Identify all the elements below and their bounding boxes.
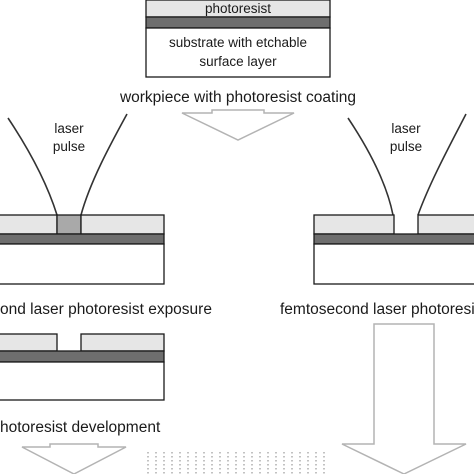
left-exposure-resist-left [0,214,58,235]
right-laser-beam-right [417,113,467,216]
right-exposure-substrate [313,243,474,285]
left-development-caption: hotoresist development [0,419,161,436]
left-exposure-caption: ond laser photoresist exposure [0,301,212,318]
substrate-label-line1: substrate with etchable [169,35,307,50]
right-laser-beam-left [347,117,394,216]
left-laser-label-line2: pulse [53,139,85,154]
left-exposure-substrate [0,243,165,285]
top-down-arrow [181,109,295,141]
right-laser-label-line2: pulse [390,139,422,154]
left-exposure-resist-right [80,214,165,235]
left-development-resist-left [0,333,58,352]
left-laser-label-line1: laser [54,121,84,136]
left-exposure-resist-exposed [56,214,82,235]
top-workpiece: photoresist substrate with etchable surf… [119,0,356,106]
left-development-substrate [0,361,165,401]
right-exposure-workpiece [313,214,474,285]
left-development-etchable-layer [0,350,165,363]
left-laser-pulse: laser pulse [7,113,128,216]
top-substrate [145,27,331,78]
left-laser-beam-right [80,113,128,216]
workpiece-caption: workpiece with photoresist coating [119,89,356,106]
right-caption: femtosecond laser photoresis [280,301,474,318]
left-development-workpiece [0,333,165,401]
right-exposure-resist-right [417,214,474,235]
right-laser-pulse: laser pulse [347,113,467,216]
left-exposure-etchable-layer [0,233,165,245]
right-exposure-etchable-layer [313,233,474,245]
top-etchable-layer [145,16,331,29]
photoresist-label: photoresist [205,1,271,16]
right-exposure-resist-left [313,214,395,235]
substrate-label-line2: surface layer [199,54,277,69]
left-development-resist-right [80,333,165,352]
left-laser-beam-left [7,117,58,216]
left-down-arrow [21,443,127,474]
right-down-arrow [341,323,467,474]
left-exposure-workpiece [0,214,165,285]
dotted-pattern [147,452,325,474]
right-laser-label-line1: laser [391,121,421,136]
